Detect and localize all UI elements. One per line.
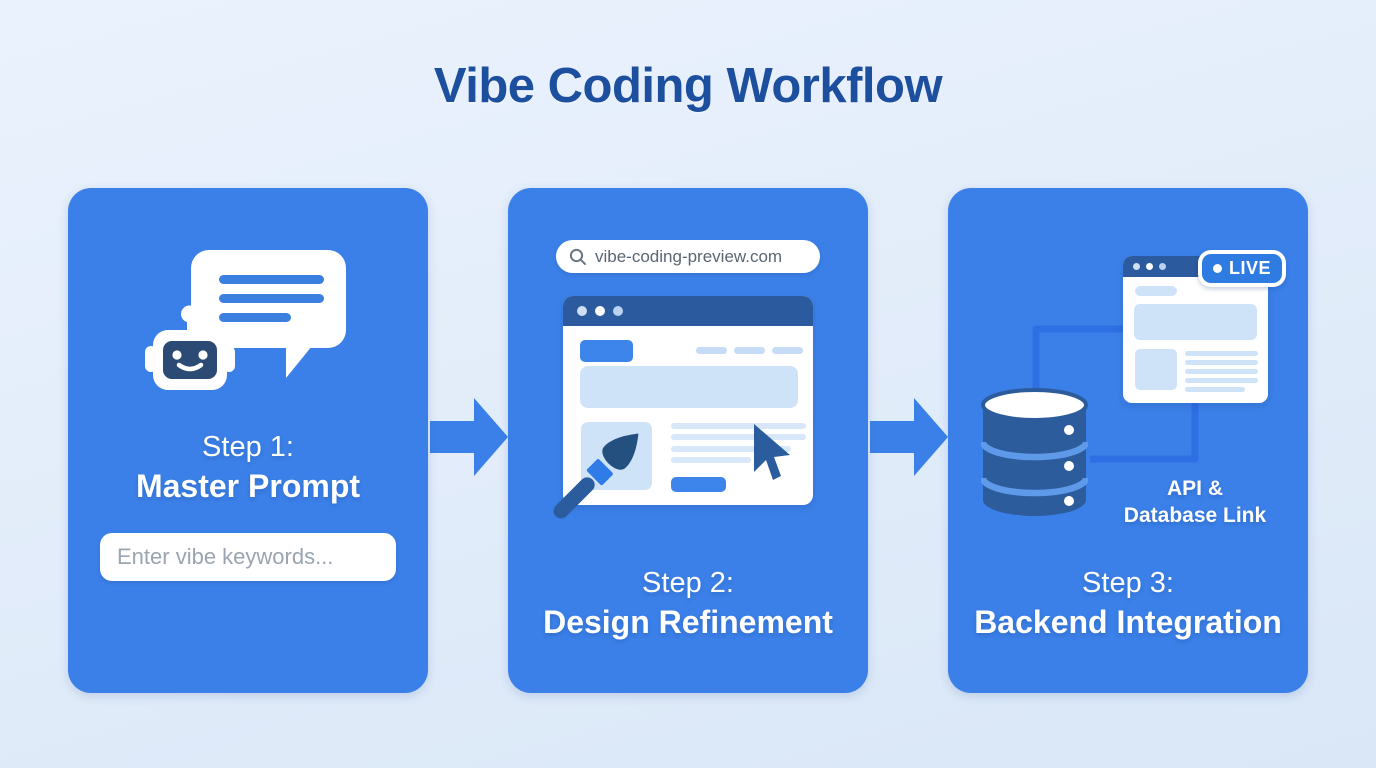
nav-pill [772,347,803,354]
text-line-placeholder [671,457,751,463]
nav-pill [734,347,765,354]
text-line-placeholder [671,434,806,440]
step-1-label: Step 1: [202,431,294,463]
text-line-placeholder [1185,351,1258,356]
hero-placeholder [580,366,798,408]
browser-window-mockup [553,296,813,519]
hero-placeholder [1134,304,1257,340]
chat-text-line [219,275,324,284]
step-1-card: Step 1: Master Prompt [68,188,428,693]
nav-links-placeholder [696,347,803,354]
window-dots-icon [613,306,623,316]
cursor-icon [754,424,790,480]
text-line-placeholder [1185,378,1258,383]
text-line-placeholder [1185,360,1258,365]
step-2-name: Design Refinement [543,604,833,640]
live-dot-icon [1213,264,1222,273]
chat-text-line [219,313,291,322]
window-dots-icon [577,306,587,316]
live-badge: LIVE [1198,250,1287,287]
vibe-keywords-input[interactable] [100,533,396,581]
connector-lines [1032,325,1199,463]
button-placeholder [671,477,726,492]
step-3-name: Backend Integration [974,604,1282,640]
flow-arrow-icon [870,398,948,476]
nav-pill [696,347,727,354]
window-dots-icon [1159,263,1166,270]
flow-arrow-icon [430,398,508,476]
step-3-label: Step 3: [1082,567,1174,599]
step-3-caption: Step 3: Backend Integration [948,564,1308,642]
image-placeholder [1135,349,1177,390]
logo-placeholder [580,340,633,362]
window-dots-icon [595,306,605,316]
browser-address-bar[interactable]: vibe-coding-preview.com [556,240,820,273]
live-badge-label: LIVE [1229,258,1272,278]
step-2-card: vibe-coding-preview.com Step 2: [508,188,868,693]
api-database-caption: API & Database Link [1095,475,1295,529]
search-icon [569,248,586,265]
text-line-placeholder [1185,387,1245,392]
page-title: Vibe Coding Workflow [433,59,943,113]
window-dots-icon [1133,263,1140,270]
nav-placeholder [1135,286,1177,296]
step-1-caption: Step 1: Master Prompt [68,428,428,506]
step-3-card: LIVE API & Database Link Step 3: Backend… [948,188,1308,693]
browser-title-bar [563,296,813,326]
api-caption-line2: Database Link [1123,504,1267,527]
text-line-placeholder [671,446,791,452]
robot-icon [145,305,235,390]
step-2-label: Step 2: [642,567,734,599]
text-line-placeholder [1185,369,1258,374]
chat-text-line [219,294,324,303]
paintbrush-icon [553,433,639,519]
text-line-placeholder [671,423,806,429]
step-1-name: Master Prompt [135,468,361,504]
live-badge-inner: LIVE [1202,254,1283,283]
step-2-caption: Step 2: Design Refinement [508,564,868,642]
chat-bubble-tail [286,346,312,378]
window-dots-icon [1146,263,1153,270]
api-caption-line1: API & [1166,477,1223,500]
database-icon [981,388,1088,516]
browser-url: vibe-coding-preview.com [595,246,783,266]
